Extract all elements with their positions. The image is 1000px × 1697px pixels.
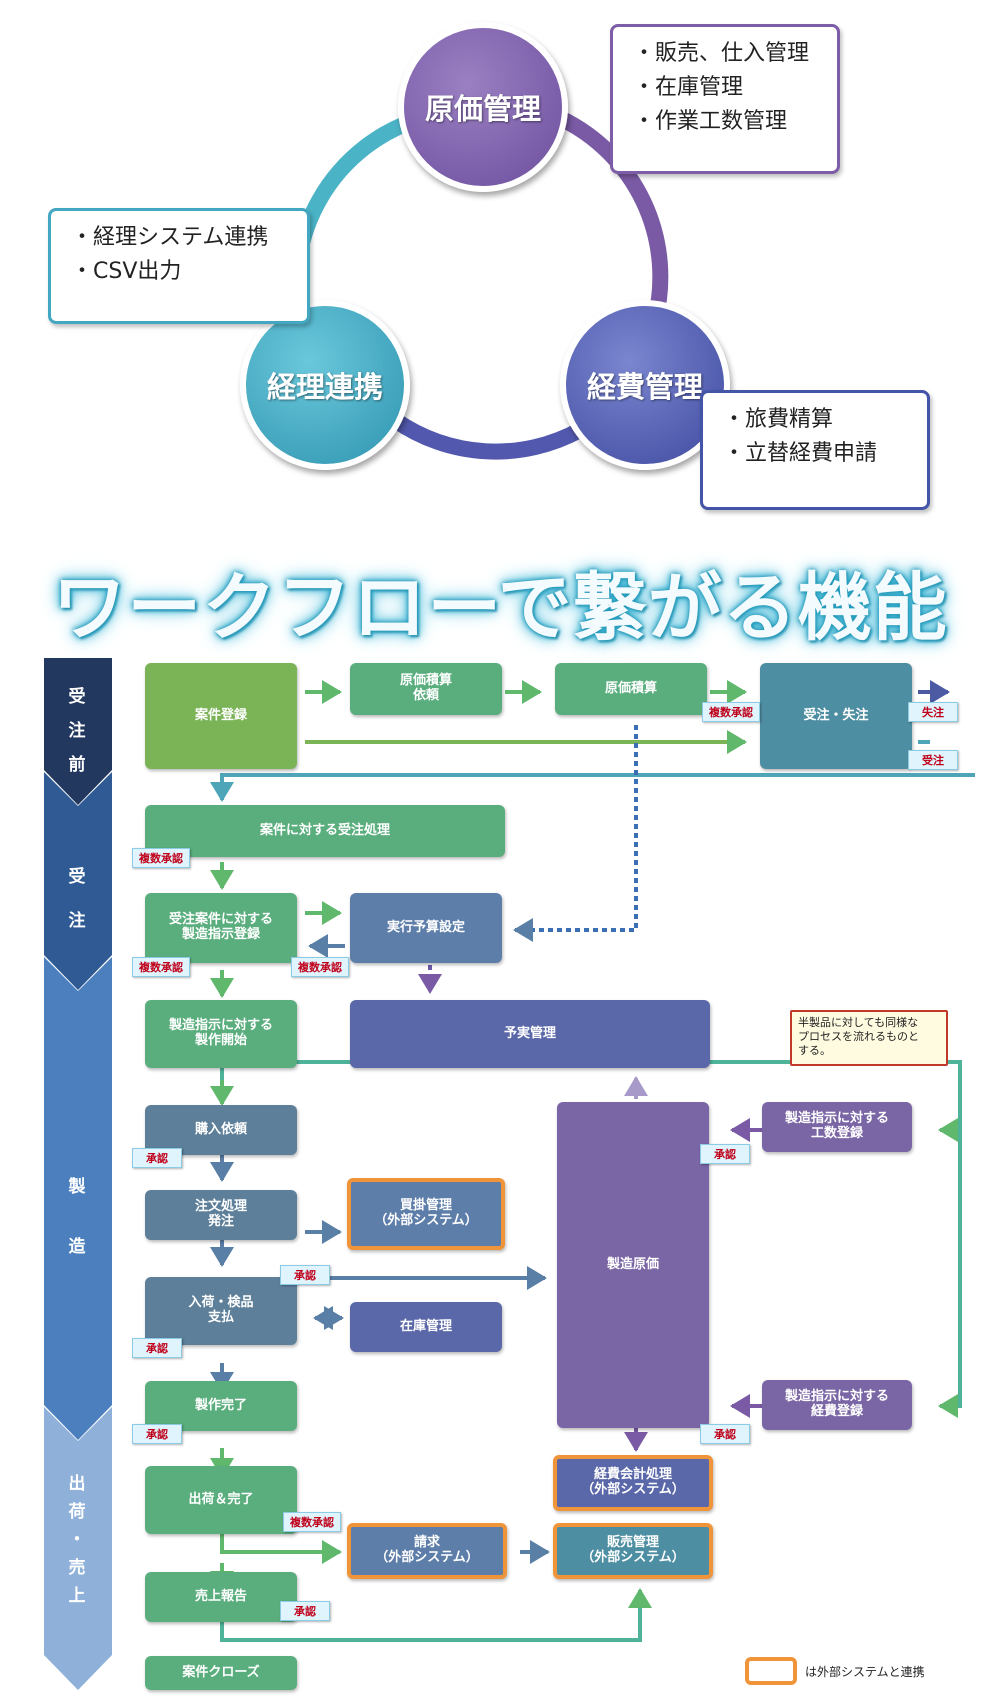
chumon-hacchu-box: 注文処理 発注 xyxy=(145,1190,297,1240)
juchu-tag: 受注 xyxy=(908,750,958,770)
box-label: 製造原価 xyxy=(606,1256,659,1272)
yojitsu-box: 予実管理 xyxy=(350,1000,710,1068)
keihi-kanri-label: 経費管理 xyxy=(586,370,703,404)
uriage-houkoku-box: 売上報告 xyxy=(145,1572,297,1622)
seisaku-kaishi-box: 製造指示に対する 製作開始 xyxy=(145,1000,297,1068)
keihi-touroku-box: 製造指示に対する 経費登録 xyxy=(762,1380,912,1430)
shukka-kanryou-box: 出荷＆完了 xyxy=(145,1466,297,1534)
anken-touroku-box: 案件登録 xyxy=(145,663,297,769)
kousuu-touroku-box: 製造指示に対する 工数登録 xyxy=(762,1102,912,1152)
box-label: 受注・失注 xyxy=(803,707,869,723)
approval-tag: 承認 xyxy=(132,1424,182,1444)
genka-item: ・作業工数管理 xyxy=(633,109,788,134)
approval-tag-multi: 複数承認 xyxy=(132,848,190,868)
juchu-shori-box: 案件に対する受注処理 xyxy=(145,805,505,857)
approval-tag-multi: 複数承認 xyxy=(132,957,190,977)
keiri-renkei-node: 経理連携 xyxy=(240,300,410,470)
box-label: 受注案件に対する 製造指示登録 xyxy=(168,912,273,942)
approval-tag-multi: 複数承認 xyxy=(283,1512,341,1532)
legend-text: は外部システムと連携 xyxy=(805,1665,925,1679)
box-label: 製造指示に対する 工数登録 xyxy=(784,1111,889,1141)
stage-label-shipping-sales: 出 荷 ・ 売 上 xyxy=(68,1474,86,1606)
keiri-item: ・経理システム連携 xyxy=(71,225,269,250)
genka-item: ・販売、仕入管理 xyxy=(633,41,810,66)
kounyu-irai-box: 購入依頼 xyxy=(145,1105,297,1155)
approval-tag: 承認 xyxy=(132,1338,182,1358)
box-label: 注文処理 発注 xyxy=(194,1199,247,1229)
jikkou-yosan-box: 実行予算設定 xyxy=(350,893,502,963)
approval-tag: 承認 xyxy=(700,1144,750,1164)
keihi-kaikei-box: 経費会計処理 （外部システム） xyxy=(553,1455,713,1511)
approval-tag-multi: 複数承認 xyxy=(702,702,760,722)
box-label: 経費会計処理 （外部システム） xyxy=(581,1467,685,1497)
kaikake-box: 買掛管理 （外部システム） xyxy=(347,1178,505,1250)
genka-sekisan-box: 原価積算 xyxy=(555,663,707,715)
nyuka-kenpin-box: 入荷・検品 支払 xyxy=(145,1277,297,1345)
genka-sekisan-irai-box: 原価積算 依頼 xyxy=(350,663,502,715)
zaiko-box: 在庫管理 xyxy=(350,1302,502,1352)
seizou-genka-box: 製造原価 xyxy=(557,1102,709,1428)
keihi-items-box: ・旅費精算 ・立替経費申請 xyxy=(700,390,930,510)
seikyu-box: 請求 （外部システム） xyxy=(347,1523,507,1579)
approval-tag: 承認 xyxy=(700,1424,750,1444)
keiri-items-box: ・経理システム連携 ・CSV出力 xyxy=(48,208,310,324)
keihi-item: ・旅費精算 xyxy=(723,407,834,432)
juchu-shicchu-box: 受注・失注 xyxy=(760,663,912,769)
anken-close-box: 案件クローズ xyxy=(145,1656,297,1690)
box-label: 出荷＆完了 xyxy=(188,1491,254,1507)
hanbai-kanri-box: 販売管理 （外部システム） xyxy=(553,1523,713,1579)
box-label: 原価積算 xyxy=(604,680,657,696)
box-label: 入荷・検品 支払 xyxy=(188,1295,254,1325)
workflow-title: ワークフローで繋がる機能 xyxy=(52,565,948,651)
box-label: 販売管理 （外部システム） xyxy=(581,1535,685,1565)
shicchu-tag: 失注 xyxy=(908,702,958,722)
genka-items-box: ・販売、仕入管理 ・在庫管理 ・作業工数管理 xyxy=(610,24,840,174)
approval-tag: 承認 xyxy=(132,1148,182,1168)
box-label: 在庫管理 xyxy=(399,1318,452,1334)
box-label: 案件に対する受注処理 xyxy=(259,822,390,838)
seisaku-kanryou-box: 製作完了 xyxy=(145,1381,297,1431)
stage-label-pre-order: 受 注 前 xyxy=(68,687,86,775)
keihi-item: ・立替経費申請 xyxy=(723,441,878,466)
approval-tag: 承認 xyxy=(280,1601,330,1621)
keiri-renkei-label: 経理連携 xyxy=(266,370,383,404)
box-label: 製造指示に対する 製作開始 xyxy=(168,1018,273,1048)
note-box: 半製品に対しても同様な プロセスを流れるものと する。 xyxy=(790,1010,948,1066)
box-label: 売上報告 xyxy=(194,1588,247,1604)
approval-tag-multi: 複数承認 xyxy=(291,957,349,977)
box-label: 製造指示に対する 経費登録 xyxy=(784,1389,889,1419)
approval-tag: 承認 xyxy=(280,1265,330,1285)
legend-swatch xyxy=(745,1657,797,1685)
keiri-item: ・CSV出力 xyxy=(71,259,182,284)
stage-label-order: 受 注 xyxy=(68,867,86,931)
genka-item: ・在庫管理 xyxy=(633,75,744,100)
box-label: 実行予算設定 xyxy=(386,919,465,935)
stage-label-manufacturing: 製 造 xyxy=(68,1177,86,1257)
seizou-shiji-touroku-box: 受注案件に対する 製造指示登録 xyxy=(145,893,297,963)
box-label: 買掛管理 （外部システム） xyxy=(374,1198,478,1228)
genka-kanri-node: 原価管理 xyxy=(398,22,568,192)
box-label: 案件登録 xyxy=(194,707,247,723)
box-label: 案件クローズ xyxy=(182,1664,260,1680)
box-label: 購入依頼 xyxy=(194,1121,247,1137)
box-label: 請求 （外部システム） xyxy=(375,1535,479,1565)
box-label: 予実管理 xyxy=(503,1025,556,1041)
box-label: 原価積算 依頼 xyxy=(399,673,452,703)
box-label: 製作完了 xyxy=(194,1397,247,1413)
genka-kanri-label: 原価管理 xyxy=(424,92,541,126)
